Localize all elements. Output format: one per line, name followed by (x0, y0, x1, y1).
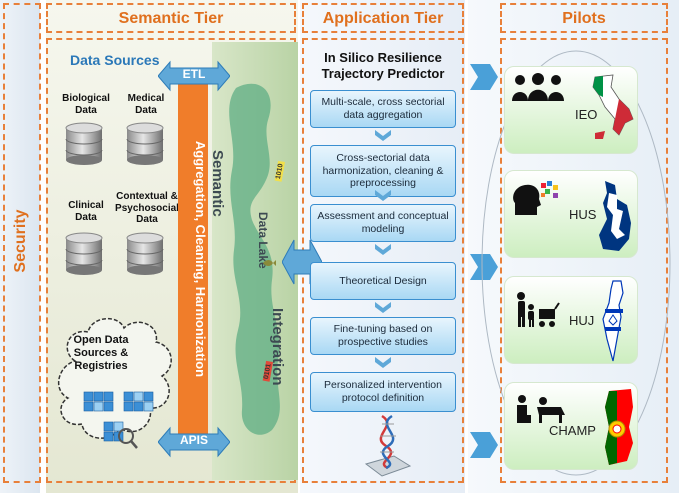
pilot-label-ieo: IEO (575, 107, 598, 122)
database-icon (126, 232, 164, 275)
chevron-down-icon (375, 130, 391, 141)
people-group-icon (512, 73, 564, 101)
semantic-tier-title: Semantic Tier (118, 10, 224, 27)
security-frame (3, 3, 41, 483)
cloud-label: Open Data Sources & Registries (73, 334, 129, 373)
dna-tablet-icon (364, 414, 412, 477)
apis-arrow (158, 426, 230, 458)
pilots-title: Pilots (562, 10, 606, 27)
aggregation-bar (178, 84, 208, 436)
step-assessment: Assessment and conceptual modeling (310, 204, 456, 242)
pilot-card-huj: HUJ (504, 276, 638, 364)
database-icon (65, 122, 103, 165)
head-puzzle-icon (513, 181, 558, 215)
etl-arrow (158, 60, 230, 92)
source-label-clinical: Clinical Data (68, 200, 104, 223)
step-harmonization: Cross-sectorial data harmonization, clea… (310, 145, 456, 197)
israel-map-icon (602, 280, 624, 362)
pilot-card-hus: HUS (504, 170, 638, 258)
therapy-session-icon (517, 395, 565, 423)
lake-word-semantic: Semantic (209, 150, 226, 217)
source-label-biological: Biological Data (62, 93, 110, 116)
pilots-ellipse (481, 50, 671, 476)
double-chevron-right-icon (470, 64, 498, 90)
step-personalized-protocol: Personalized intervention protocol defin… (310, 372, 456, 412)
finland-map-icon (599, 181, 631, 251)
source-label-medical: Medical Data (127, 93, 165, 116)
application-tier-title: Application Tier (322, 10, 444, 27)
database-icon (65, 232, 103, 275)
semantic-tier-title-frame (46, 3, 296, 33)
application-tier-title-frame (302, 3, 464, 33)
chevron-down-icon (375, 244, 391, 255)
aggregation-bar-label: Aggregation, Cleaning, Harmonization (193, 140, 208, 378)
pilot-label-champ: CHAMP (549, 423, 596, 438)
chevron-down-icon (375, 357, 391, 368)
pilot-card-champ: CHAMP (504, 382, 638, 470)
pilot-card-ieo: IEO (504, 66, 638, 154)
italy-map-icon (592, 74, 634, 139)
database-icon (126, 122, 164, 165)
fish-icon (263, 260, 276, 266)
predictor-title: In Silico Resilience Trajectory Predicto… (321, 50, 445, 82)
chevron-down-icon (375, 302, 391, 313)
double-chevron-right-icon (470, 432, 498, 458)
data-lake-shape (229, 83, 280, 435)
source-label-contextual: Contextual & Psychosocial Data (115, 191, 179, 225)
security-panel-bg (0, 0, 40, 493)
pilots-frame (500, 38, 668, 483)
family-stroller-icon (517, 292, 560, 327)
pilots-title-frame (500, 3, 668, 33)
apis-label: APIS (179, 433, 208, 447)
step-fine-tuning: Fine-tuning based on prospective studies (310, 317, 456, 355)
etl-label: ETL (182, 67, 206, 81)
step-aggregation: Multi-scale, cross sectorial data aggreg… (310, 90, 456, 128)
chevron-down-icon (375, 190, 391, 201)
pilot-label-hus: HUS (569, 207, 597, 222)
security-label: Security (12, 209, 29, 273)
data-sources-title: Data Sources (70, 52, 160, 68)
step-theoretical-design: Theoretical Design (310, 262, 456, 300)
data-cubes-icon (83, 391, 154, 449)
pilot-label-huj: HUJ (569, 313, 595, 328)
portugal-map-icon (605, 389, 633, 465)
double-chevron-right-icon (470, 254, 498, 280)
lake-word-integration: Integration (269, 308, 286, 386)
